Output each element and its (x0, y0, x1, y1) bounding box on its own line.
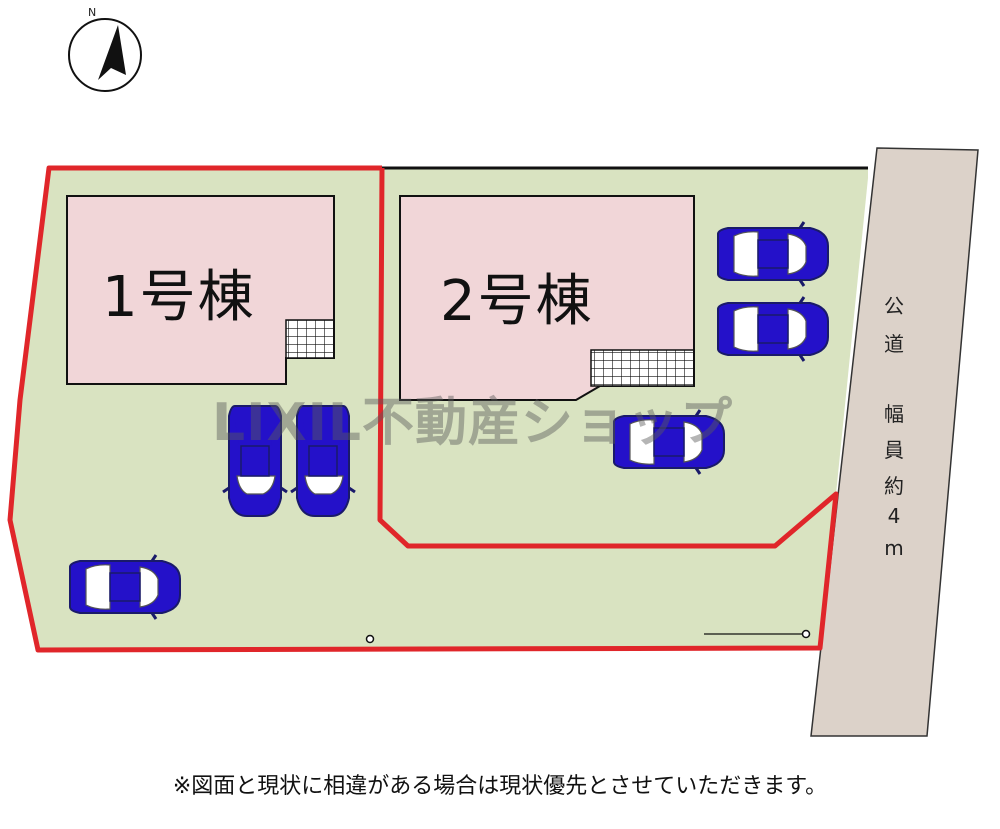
building-2-label: 2号棟 (440, 269, 594, 334)
disclaimer-note: ※図面と現状に相違がある場合は現状優先とさせていただきます。 (172, 774, 828, 799)
car-parking-1 (716, 220, 830, 288)
road-label-char: 約 (884, 474, 904, 498)
building-1-deck (285, 319, 335, 359)
car-parking-4 (68, 553, 182, 621)
road-label-char: m (884, 536, 904, 560)
property-boundary (7, 165, 839, 653)
north-arrow-icon (68, 18, 142, 92)
survey-marker (365, 634, 375, 644)
building-2-deck (590, 349, 695, 387)
road-label-char: 4 (887, 504, 901, 528)
road-label-char: 道 (884, 332, 904, 356)
survey-marker-2 (801, 629, 811, 639)
watermark: LIXIL不動産ショップ (212, 393, 734, 453)
road-label-char: 員 (884, 438, 904, 462)
car-parking-2 (716, 295, 830, 363)
compass-north-label: N (88, 6, 97, 19)
road-label-char: 幅 (884, 402, 904, 426)
road-label-char: 公 (884, 294, 904, 318)
building-1-label: 1号棟 (102, 265, 256, 330)
